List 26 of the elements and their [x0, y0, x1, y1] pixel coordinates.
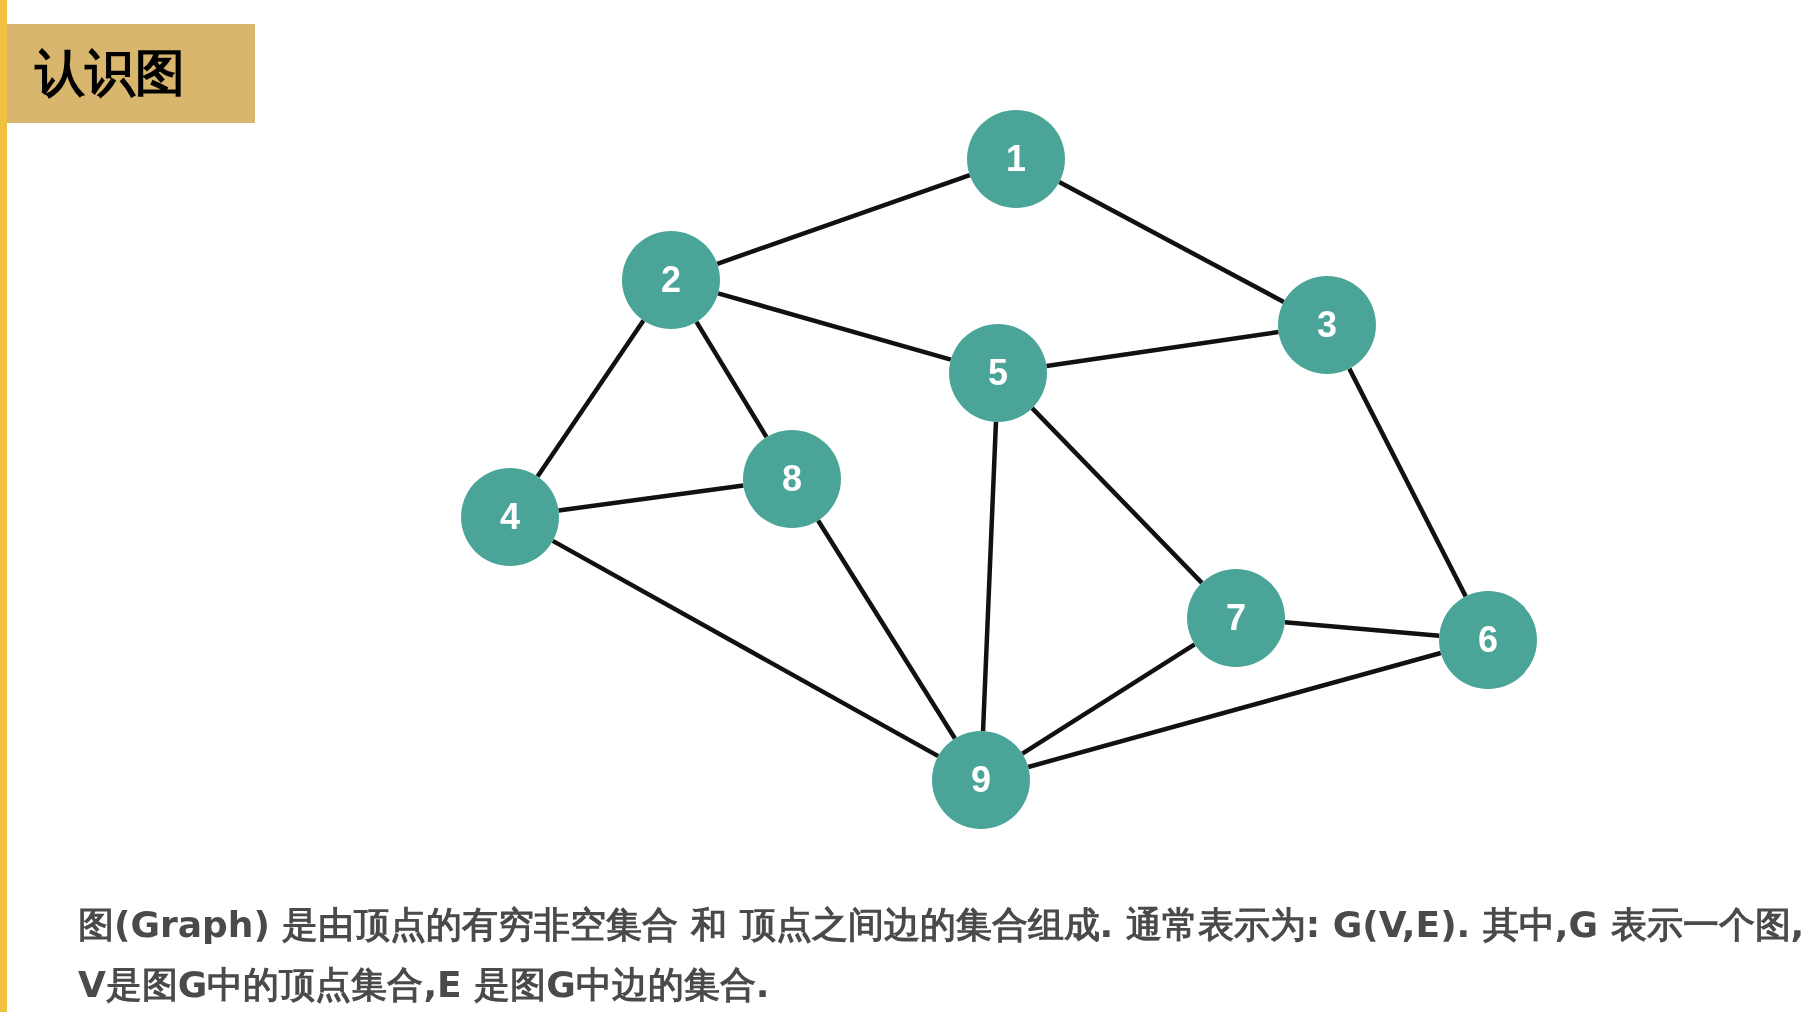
- graph-edge: [1021, 642, 1196, 756]
- graph-edge: [551, 538, 940, 759]
- graph-edge: [558, 483, 744, 513]
- vertex-circle: 9: [932, 731, 1030, 829]
- vertex-circle: 1: [967, 110, 1065, 208]
- vertex-circle: 5: [949, 324, 1047, 422]
- vertex-circle: 4: [461, 468, 559, 566]
- graph-edge: [980, 421, 999, 732]
- vertex-circle: 3: [1278, 276, 1376, 374]
- graph-edge: [1046, 329, 1279, 369]
- graph-edge: [717, 291, 952, 362]
- graph-edge: [1027, 650, 1442, 770]
- graph-edge: [816, 519, 957, 740]
- vertex-circle: 2: [622, 231, 720, 329]
- definition-text: 图(Graph) 是由顶点的有穷非空集合 和 顶点之间边的集合组成. 通常表示为: G(V,E). 其中,G 表示一个图, V是图G中的顶点集合,E 是图G中边的集合.: [78, 903, 1806, 1007]
- title-banner: 认识图: [7, 24, 255, 123]
- graph-edge: [535, 319, 646, 478]
- graph-edge: [1284, 620, 1440, 638]
- vertex-circle: 6: [1439, 591, 1537, 689]
- graph-edge: [716, 173, 971, 266]
- graph-edge: [694, 320, 769, 439]
- vertex-circle: 7: [1187, 569, 1285, 667]
- graph-edge: [1058, 180, 1285, 304]
- graph-edge: [1347, 367, 1468, 598]
- graph-edge: [1030, 406, 1204, 585]
- vertex-circle: 8: [743, 430, 841, 528]
